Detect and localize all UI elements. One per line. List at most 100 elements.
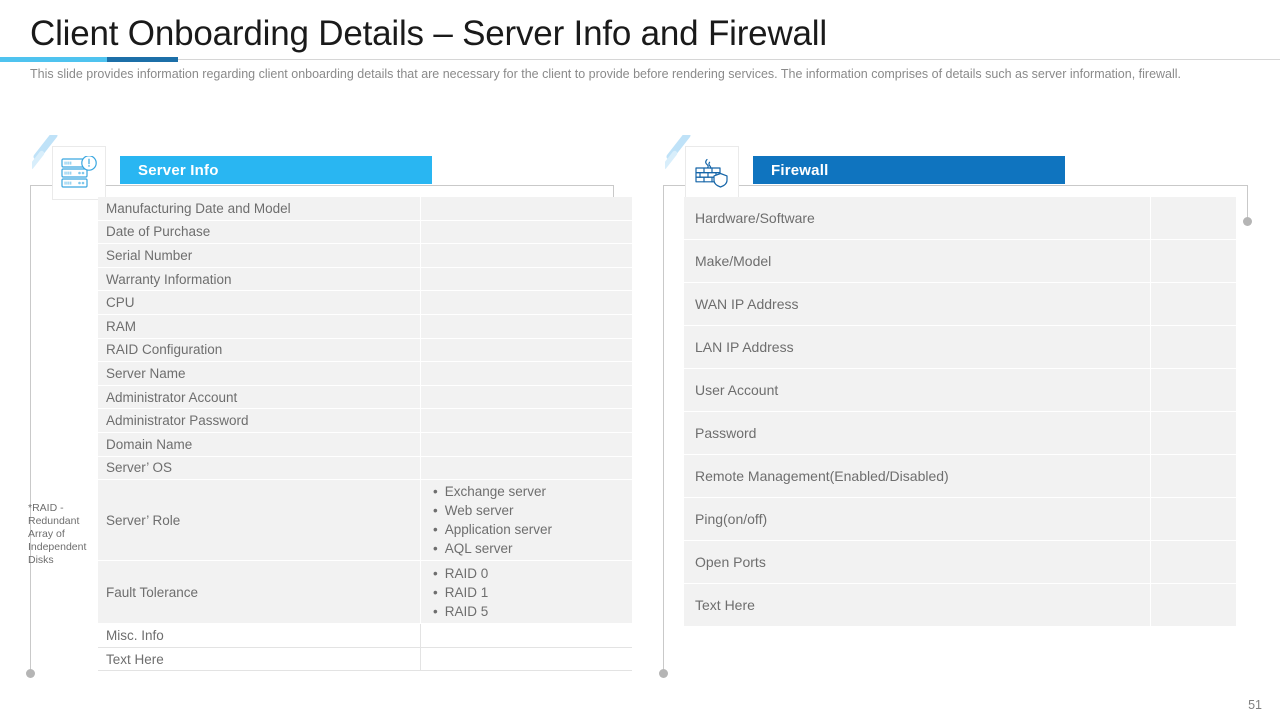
list-item: AQL server <box>429 539 632 558</box>
accent-bar-dark <box>107 57 178 62</box>
accent-bar-light <box>0 57 107 62</box>
fault-tolerance-bullet-list: RAID 0 RAID 1 RAID 5 <box>429 564 632 621</box>
row-value[interactable] <box>420 267 632 292</box>
row-label: Domain Name <box>98 432 421 457</box>
row-value[interactable] <box>1150 454 1236 498</box>
row-value[interactable] <box>1150 325 1236 369</box>
connector-line-top <box>663 185 1247 186</box>
row-label: Remote Management(Enabled/Disabled) <box>684 454 1151 498</box>
table-row: Serial Number <box>98 243 632 268</box>
table-row: Misc. Info <box>98 623 632 648</box>
row-value[interactable] <box>1150 197 1236 240</box>
row-label: LAN IP Address <box>684 325 1151 369</box>
table-row: Manufacturing Date and Model <box>98 197 632 221</box>
row-value[interactable] <box>1150 411 1236 455</box>
row-value[interactable] <box>420 197 632 221</box>
server-info-rows: Manufacturing Date and Model Date of Pur… <box>98 197 632 672</box>
row-value[interactable] <box>1150 239 1236 283</box>
firewall-table: Hardware/Software Make/Model WAN IP Addr… <box>684 197 1236 627</box>
table-row: LAN IP Address <box>684 325 1236 369</box>
row-value[interactable]: RAID 0 RAID 1 RAID 5 <box>420 560 632 625</box>
server-icon <box>52 146 106 200</box>
table-row: Server Name <box>98 361 632 386</box>
table-row-fault-tolerance: Fault Tolerance RAID 0 RAID 1 RAID 5 <box>98 560 632 625</box>
list-item: RAID 5 <box>429 602 632 621</box>
table-row: Server’ OS <box>98 456 632 481</box>
row-value[interactable] <box>1150 368 1236 412</box>
row-value[interactable] <box>420 314 632 339</box>
firewall-heading: Firewall <box>753 156 1065 184</box>
list-item: Exchange server <box>429 482 632 501</box>
row-label: Administrator Password <box>98 408 421 433</box>
table-row-server-role: Server’ Role Exchange server Web server … <box>98 479 632 562</box>
table-row: Administrator Password <box>98 408 632 433</box>
row-label: Server’ Role <box>98 479 421 562</box>
row-value[interactable]: Exchange server Web server Application s… <box>420 479 632 562</box>
table-row: Make/Model <box>684 239 1236 283</box>
page-number: 51 <box>1248 698 1262 712</box>
connector-line-right <box>1247 185 1248 219</box>
table-row: RAID Configuration <box>98 338 632 363</box>
connector-line-left <box>663 185 664 673</box>
row-value[interactable] <box>420 338 632 363</box>
table-row: User Account <box>684 368 1236 412</box>
server-info-table: Manufacturing Date and Model Date of Pur… <box>98 197 632 672</box>
row-value[interactable] <box>1150 497 1236 541</box>
table-row: CPU <box>98 290 632 315</box>
list-item: RAID 0 <box>429 564 632 583</box>
row-label: Server Name <box>98 361 421 386</box>
row-label: User Account <box>684 368 1151 412</box>
row-label: Fault Tolerance <box>98 560 421 625</box>
table-row: Hardware/Software <box>684 197 1236 240</box>
row-label: WAN IP Address <box>684 282 1151 326</box>
row-value[interactable] <box>420 432 632 457</box>
row-value[interactable] <box>1150 583 1236 627</box>
list-item: Web server <box>429 501 632 520</box>
table-row: Ping(on/off) <box>684 497 1236 541</box>
row-label: Misc. Info <box>98 623 421 648</box>
row-value[interactable] <box>1150 540 1236 584</box>
raid-footnote: *RAID - Redundant Array of Independent D… <box>28 502 87 566</box>
table-row: Text Here <box>98 647 632 672</box>
table-row: WAN IP Address <box>684 282 1236 326</box>
table-row: RAM <box>98 314 632 339</box>
row-label: Administrator Account <box>98 385 421 410</box>
row-value[interactable] <box>420 243 632 268</box>
row-value[interactable] <box>420 647 632 672</box>
row-label: RAM <box>98 314 421 339</box>
row-label: Warranty Information <box>98 267 421 292</box>
row-value[interactable] <box>420 220 632 245</box>
table-row: Text Here <box>684 583 1236 627</box>
row-label: CPU <box>98 290 421 315</box>
firewall-icon <box>685 146 739 200</box>
row-value[interactable] <box>420 408 632 433</box>
row-value[interactable] <box>420 290 632 315</box>
page-subtitle: This slide provides information regardin… <box>30 67 1182 81</box>
row-value[interactable] <box>420 361 632 386</box>
table-row: Date of Purchase <box>98 220 632 245</box>
server-info-heading-label: Server Info <box>138 161 219 179</box>
firewall-rows: Hardware/Software Make/Model WAN IP Addr… <box>684 197 1236 627</box>
connector-dot-bottom <box>26 669 35 678</box>
row-label: Make/Model <box>684 239 1151 283</box>
table-row: Password <box>684 411 1236 455</box>
row-value[interactable] <box>1150 282 1236 326</box>
row-label: Serial Number <box>98 243 421 268</box>
row-label: RAID Configuration <box>98 338 421 363</box>
row-label: Text Here <box>98 647 421 672</box>
firewall-heading-label: Firewall <box>771 161 829 179</box>
row-label: Open Ports <box>684 540 1151 584</box>
row-value[interactable] <box>420 456 632 481</box>
list-item: RAID 1 <box>429 583 632 602</box>
row-label: Manufacturing Date and Model <box>98 197 421 221</box>
list-item: Application server <box>429 520 632 539</box>
row-value[interactable] <box>420 385 632 410</box>
page-title: Client Onboarding Details – Server Info … <box>30 14 827 53</box>
connector-dot-right <box>1243 217 1252 226</box>
row-label: Server’ OS <box>98 456 421 481</box>
table-row: Remote Management(Enabled/Disabled) <box>684 454 1236 498</box>
row-value[interactable] <box>420 623 632 648</box>
connector-dot-bottom <box>659 669 668 678</box>
table-row: Administrator Account <box>98 385 632 410</box>
server-info-heading: Server Info <box>120 156 432 184</box>
